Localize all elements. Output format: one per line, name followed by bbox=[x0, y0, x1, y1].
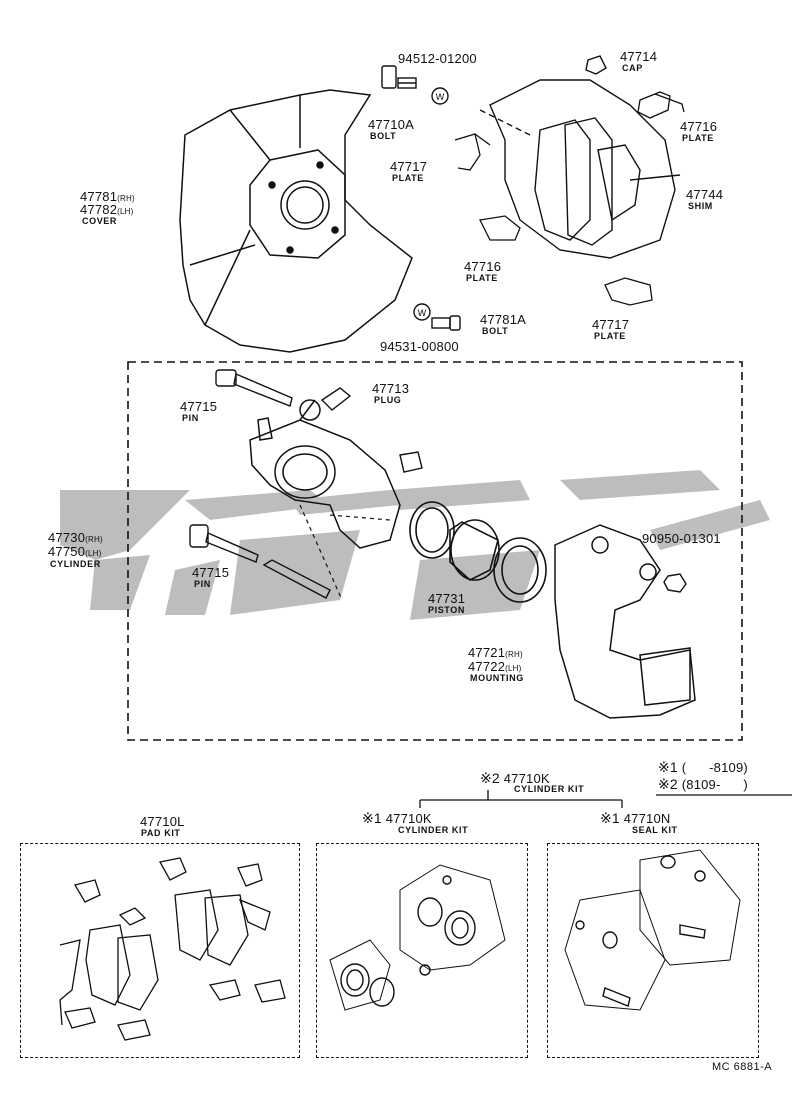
side-lh-mounting: (LH) bbox=[505, 664, 522, 673]
kit-tree-lines bbox=[419, 790, 792, 808]
pad-kit-name: PAD KIT bbox=[141, 828, 181, 838]
mounting-bracket-drawing bbox=[554, 524, 696, 719]
washer-94512-drawing bbox=[431, 87, 449, 105]
legend-range-1: ( -8109) bbox=[681, 760, 748, 775]
legend-range-2: (8109- ) bbox=[681, 777, 748, 792]
part-name-plate-47717-right: PLATE bbox=[594, 331, 626, 341]
part-number-47713: 47713 bbox=[372, 381, 410, 396]
part-number-47716-top: 47716 bbox=[680, 119, 718, 134]
legend-row-1: ※1 ( -8109) bbox=[658, 760, 748, 774]
side-lh: (LH) bbox=[117, 207, 134, 216]
part-number-47717-left: 47717 bbox=[390, 159, 428, 174]
seal-kit-header: ※1 47710N bbox=[600, 811, 670, 825]
part-number-94512-01200: 94512-01200 bbox=[398, 51, 477, 66]
part-name-plate-47716-top: PLATE bbox=[682, 133, 714, 143]
caliper-assembly-frame bbox=[127, 361, 743, 741]
seal-kit-box bbox=[547, 843, 759, 1058]
seal-kit-name: SEAL KIT bbox=[632, 825, 678, 835]
plate-clips-drawing bbox=[454, 91, 685, 306]
part-name-mounting: MOUNTING bbox=[470, 673, 524, 683]
part-name-cover: COVER bbox=[82, 216, 118, 226]
part-number-47715-bottom: 47715 bbox=[192, 565, 230, 580]
side-rh-mounting: (RH) bbox=[505, 650, 523, 659]
pad-kit-box bbox=[20, 843, 300, 1058]
part-number-47744: 47744 bbox=[686, 187, 724, 202]
part-name-plug: PLUG bbox=[374, 395, 402, 405]
kit-cylinder-top-name: CYLINDER KIT bbox=[514, 784, 585, 794]
cap-47714-drawing bbox=[585, 55, 607, 75]
part-number-47710a: 47710A bbox=[368, 117, 415, 132]
part-name-plate-47716-mid: PLATE bbox=[466, 273, 498, 283]
part-number-47731: 47731 bbox=[428, 591, 466, 606]
kit-cylinder-top-header: ※2 47710K bbox=[480, 771, 550, 785]
part-number-94531-00800: 94531-00800 bbox=[380, 339, 459, 354]
cylinder-kit-number: 47710K bbox=[385, 811, 432, 826]
part-number-47782-lh: 47782(LH) bbox=[80, 202, 134, 217]
part-name-piston: PISTON bbox=[428, 605, 465, 615]
pin-47715-bottom-drawing bbox=[189, 524, 331, 599]
side-lh-cylinder: (LH) bbox=[85, 549, 102, 558]
part-number-47781a: 47781A bbox=[480, 312, 527, 327]
plug-47713-drawing bbox=[320, 387, 423, 473]
part-number-47721-rh: 47721(RH) bbox=[468, 645, 523, 660]
part-name-bolt-bottom: BOLT bbox=[482, 326, 509, 336]
part-number-47715-top: 47715 bbox=[180, 399, 218, 414]
side-rh: (RH) bbox=[117, 194, 135, 203]
bolt-47710a-drawing bbox=[381, 65, 417, 89]
part-name-shim: SHIM bbox=[688, 201, 713, 211]
caliper-pads-drawing bbox=[479, 79, 681, 259]
washer-mark-2: W bbox=[418, 308, 427, 318]
seal-kit-number: 47710N bbox=[623, 811, 671, 826]
part-number-90950-01301: 90950-01301 bbox=[642, 531, 721, 546]
legend-mark-2: ※2 bbox=[658, 776, 678, 792]
dashed-guides bbox=[299, 504, 391, 601]
washer-mark-1: W bbox=[436, 92, 445, 102]
side-rh-cylinder: (RH) bbox=[85, 535, 103, 544]
part-number-47714: 47714 bbox=[620, 49, 658, 64]
dust-cover-drawing bbox=[179, 89, 413, 353]
seal-kit-contents bbox=[564, 849, 741, 1011]
part-number-47730-rh: 47730(RH) bbox=[48, 530, 103, 545]
part-number-47750-lh: 47750(LH) bbox=[48, 544, 102, 559]
cylinder-kit-name: CYLINDER KIT bbox=[398, 825, 469, 835]
part-number-47722-lh: 47722(LH) bbox=[468, 659, 522, 674]
part-number-47717-right: 47717 bbox=[592, 317, 630, 332]
nut-90950-drawing bbox=[663, 573, 687, 593]
part-name-pin-bottom: PIN bbox=[194, 579, 211, 589]
kit-cylinder-top-mark: ※2 bbox=[480, 770, 500, 786]
seal-kit-mark: ※1 bbox=[600, 810, 620, 826]
diagram-code: MC 6881-A bbox=[712, 1061, 773, 1073]
kit-cylinder-top-number: 47710K bbox=[503, 771, 550, 786]
part-name-bolt-top: BOLT bbox=[370, 131, 397, 141]
pad-kit-number: 47710L bbox=[140, 814, 185, 829]
part-number-47716-mid: 47716 bbox=[464, 259, 502, 274]
part-number-47781-rh: 47781(RH) bbox=[80, 189, 135, 204]
pad-kit-contents bbox=[59, 857, 286, 1041]
part-name-cap: CAP bbox=[622, 63, 643, 73]
caliper-cylinder-drawing bbox=[249, 399, 401, 549]
bolt-47781a-drawing bbox=[431, 315, 461, 331]
pin-47715-top-drawing bbox=[215, 369, 293, 407]
washer-94531-drawing bbox=[413, 303, 431, 321]
cylinder-kit-header: ※1 47710K bbox=[362, 811, 432, 825]
part-name-pin-top: PIN bbox=[182, 413, 199, 423]
piston-seal-drawing bbox=[409, 501, 547, 603]
cylinder-kit-box bbox=[316, 843, 528, 1058]
part-name-cylinder: CYLINDER bbox=[50, 559, 101, 569]
cylinder-kit-mark: ※1 bbox=[362, 810, 382, 826]
part-name-plate-47717-left: PLATE bbox=[392, 173, 424, 183]
legend-mark-1: ※1 bbox=[658, 759, 678, 775]
legend-row-2: ※2 (8109- ) bbox=[658, 777, 748, 791]
cylinder-kit-contents bbox=[329, 864, 506, 1011]
